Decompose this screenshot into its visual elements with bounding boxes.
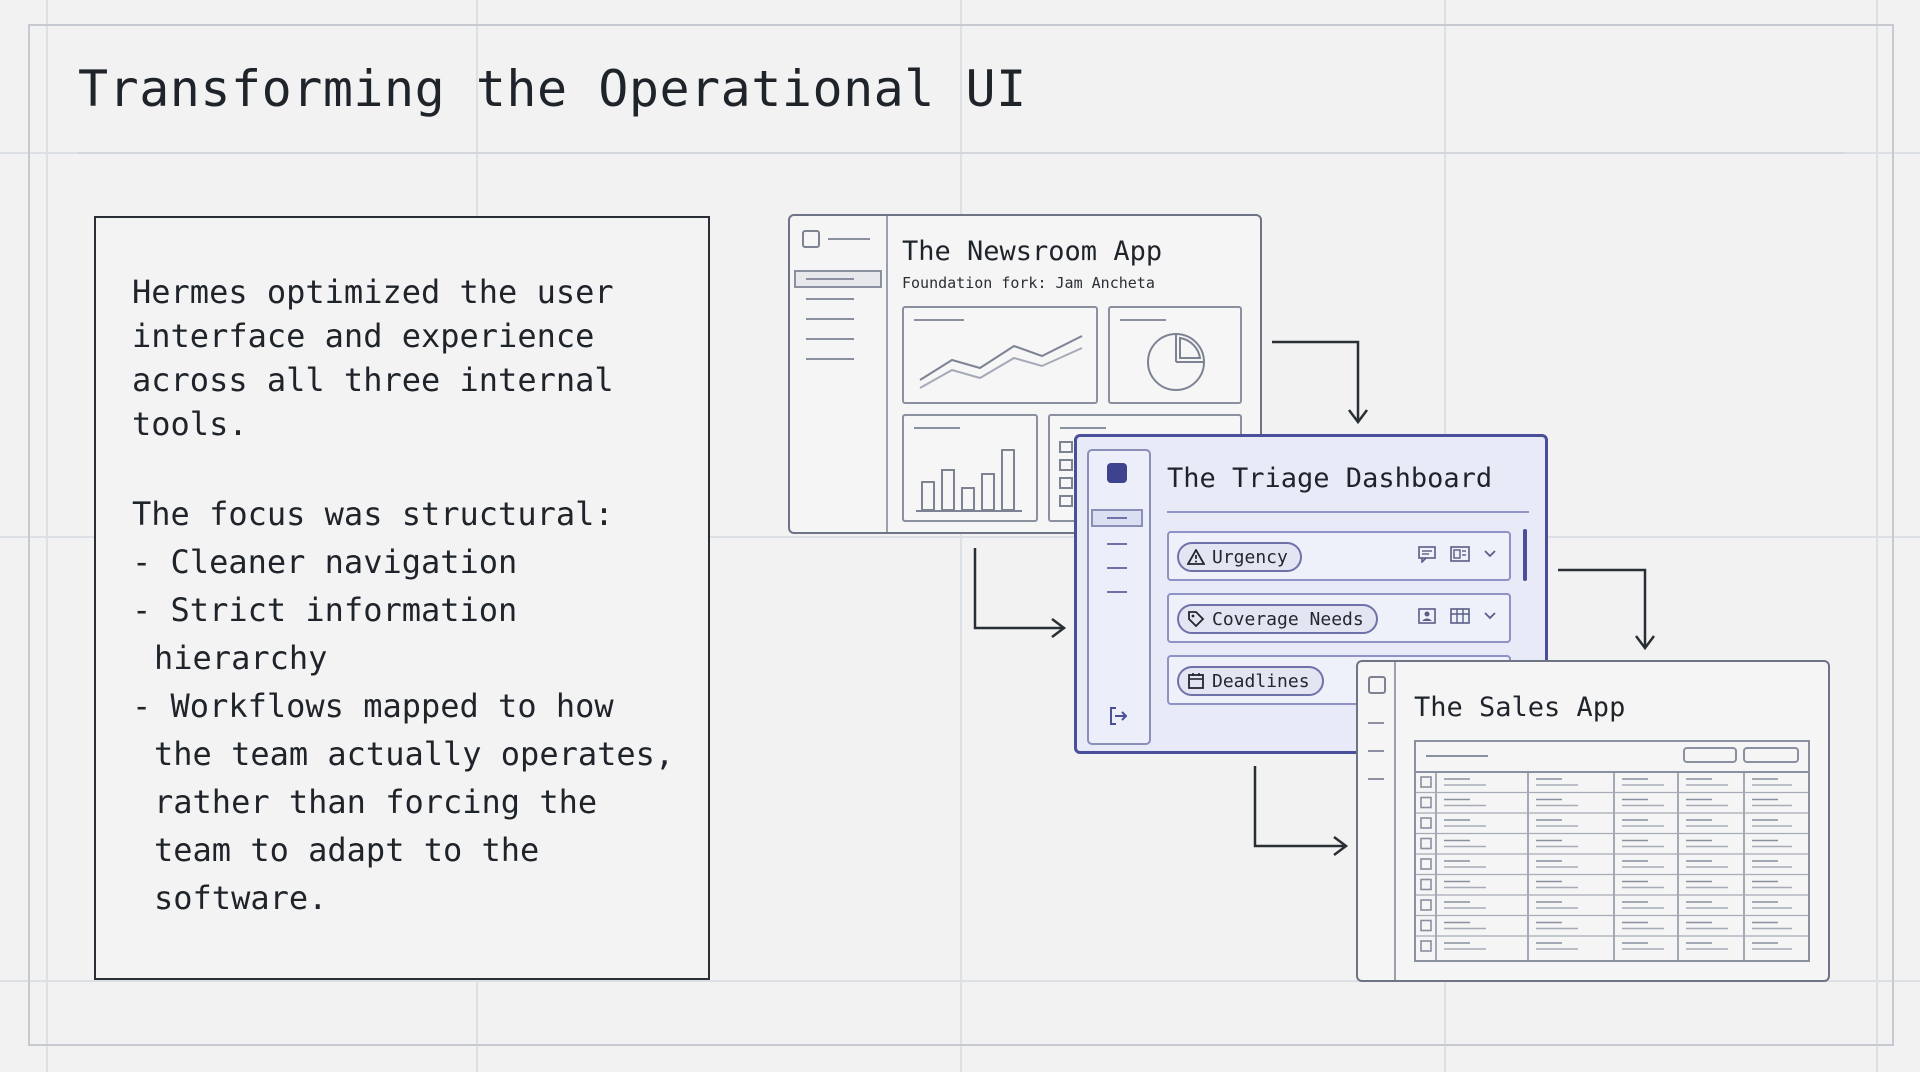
deadlines-chip[interactable]: Deadlines — [1177, 666, 1324, 696]
triage-dashboard-window: The Triage Dashboard Urgency Coverage Ne… — [1074, 434, 1548, 754]
sales-title: The Sales App — [1414, 692, 1626, 723]
logout-icon[interactable] — [1107, 705, 1129, 727]
window-control-icon — [802, 230, 820, 248]
row-checkbox[interactable] — [1420, 796, 1432, 809]
bullet-line: - Workflows mapped to how — [132, 687, 614, 725]
row-checkbox[interactable] — [1420, 940, 1432, 952]
triage-scrollbar[interactable] — [1523, 529, 1527, 581]
arrow-bottom-to-sales-head — [1333, 836, 1349, 856]
newsroom-title: The Newsroom App — [902, 236, 1163, 267]
row-checkbox[interactable] — [1420, 919, 1432, 932]
row-checkbox[interactable] — [1420, 899, 1432, 911]
bullet-line: - Strict information — [132, 591, 518, 629]
triage-row-urgency[interactable]: Urgency — [1167, 531, 1511, 581]
row-checkbox[interactable] — [1420, 776, 1432, 788]
sidebar-line — [1107, 543, 1127, 545]
coverage-needs-chip[interactable]: Coverage Needs — [1177, 604, 1378, 634]
sidebar-line — [806, 338, 854, 340]
sidebar-line — [806, 278, 854, 280]
warning-icon — [1187, 549, 1205, 565]
chevron-down-icon[interactable] — [1483, 549, 1497, 559]
bullet-line: software. — [154, 879, 328, 917]
sidebar-line — [1107, 517, 1127, 519]
sales-app-window: The Sales App — [1356, 660, 1830, 982]
row-actions — [1417, 607, 1497, 625]
bullet-line: rather than forcing the — [154, 783, 598, 821]
arrow-newsroom-to-triage-head — [1348, 409, 1368, 425]
chevron-down-icon[interactable] — [1483, 611, 1497, 621]
arrow-triage-to-sales — [1558, 568, 1647, 646]
urgency-chip[interactable]: Urgency — [1177, 542, 1302, 572]
sidebar-line — [1368, 722, 1384, 724]
bullet-line: the team actually operates, — [154, 735, 675, 773]
bullet-line: team to adapt to the — [154, 831, 540, 869]
summary-line: interface and experience — [132, 317, 595, 355]
sidebar-line — [1107, 567, 1127, 569]
summary-line: tools. — [132, 405, 248, 443]
chip-label: Deadlines — [1212, 670, 1310, 692]
row-checkbox[interactable] — [1420, 858, 1432, 870]
grid-line — [0, 980, 1920, 982]
chip-label: Urgency — [1212, 546, 1288, 568]
user-card-icon[interactable] — [1417, 607, 1437, 625]
sidebar-line — [1368, 778, 1384, 780]
chip-label: Coverage Needs — [1212, 608, 1364, 630]
calendar-icon — [1188, 673, 1204, 689]
arrow-bottom-to-sales — [1253, 766, 1344, 848]
sidebar-line — [1368, 750, 1384, 752]
row-actions — [1417, 545, 1497, 563]
triage-divider — [1167, 511, 1529, 513]
bullet-line: - Cleaner navigation — [132, 543, 518, 581]
row-checkbox[interactable] — [1420, 837, 1432, 850]
triage-row-coverage-needs[interactable]: Coverage Needs — [1167, 593, 1511, 643]
sales-sidebar — [1358, 662, 1396, 980]
title-divider — [78, 152, 1844, 154]
summary-box: Hermes optimized the user interface and … — [94, 216, 710, 980]
slide-title: Transforming the Operational UI — [78, 60, 1027, 118]
newsroom-subtitle: Foundation fork: Jam Ancheta — [902, 274, 1155, 292]
sales-table — [1414, 740, 1810, 962]
summary-paragraph: Hermes optimized the user interface and … — [132, 270, 614, 446]
line-chart-card — [902, 306, 1098, 404]
triage-sidebar — [1087, 449, 1151, 745]
sidebar-line — [806, 298, 854, 300]
arrow-left-to-triage — [973, 548, 1062, 630]
sidebar-line — [806, 318, 854, 320]
pie-chart-icon — [1120, 319, 1205, 391]
list-icon — [1059, 427, 1106, 507]
summary-line: Hermes optimized the user — [132, 273, 614, 311]
arrow-triage-to-sales-head — [1635, 635, 1655, 651]
document-icon[interactable] — [1449, 545, 1471, 563]
triage-title: The Triage Dashboard — [1167, 463, 1493, 494]
arrow-newsroom-to-triage — [1272, 340, 1360, 420]
sidebar-line — [806, 358, 854, 360]
line-chart-icon — [914, 319, 1083, 389]
table-grid — [1416, 747, 1808, 960]
tag-icon — [1188, 611, 1205, 628]
comment-icon[interactable] — [1417, 545, 1437, 563]
pie-chart-card — [1108, 306, 1242, 404]
grid-line — [0, 536, 1920, 538]
slide-frame — [28, 24, 1894, 1046]
focus-heading: The focus was structural: — [132, 495, 614, 533]
window-control-icon — [1368, 676, 1386, 694]
focus-list: The focus was structural: - Cleaner navi… — [132, 490, 674, 922]
bar-chart-icon — [914, 427, 1022, 512]
summary-line: across all three internal — [132, 361, 614, 399]
newsroom-sidebar — [790, 216, 888, 532]
newsroom-app-window: The Newsroom App Foundation fork: Jam An… — [788, 214, 1262, 534]
arrow-left-to-triage-head — [1051, 618, 1067, 638]
row-checkbox[interactable] — [1420, 878, 1432, 891]
app-logo-icon — [1107, 463, 1127, 483]
sidebar-line — [1107, 591, 1127, 593]
bullet-line: hierarchy — [154, 639, 328, 677]
row-checkbox[interactable] — [1420, 817, 1432, 829]
bar-chart-card — [902, 414, 1038, 522]
calendar-grid-icon[interactable] — [1449, 607, 1471, 625]
sidebar-line — [828, 238, 870, 240]
